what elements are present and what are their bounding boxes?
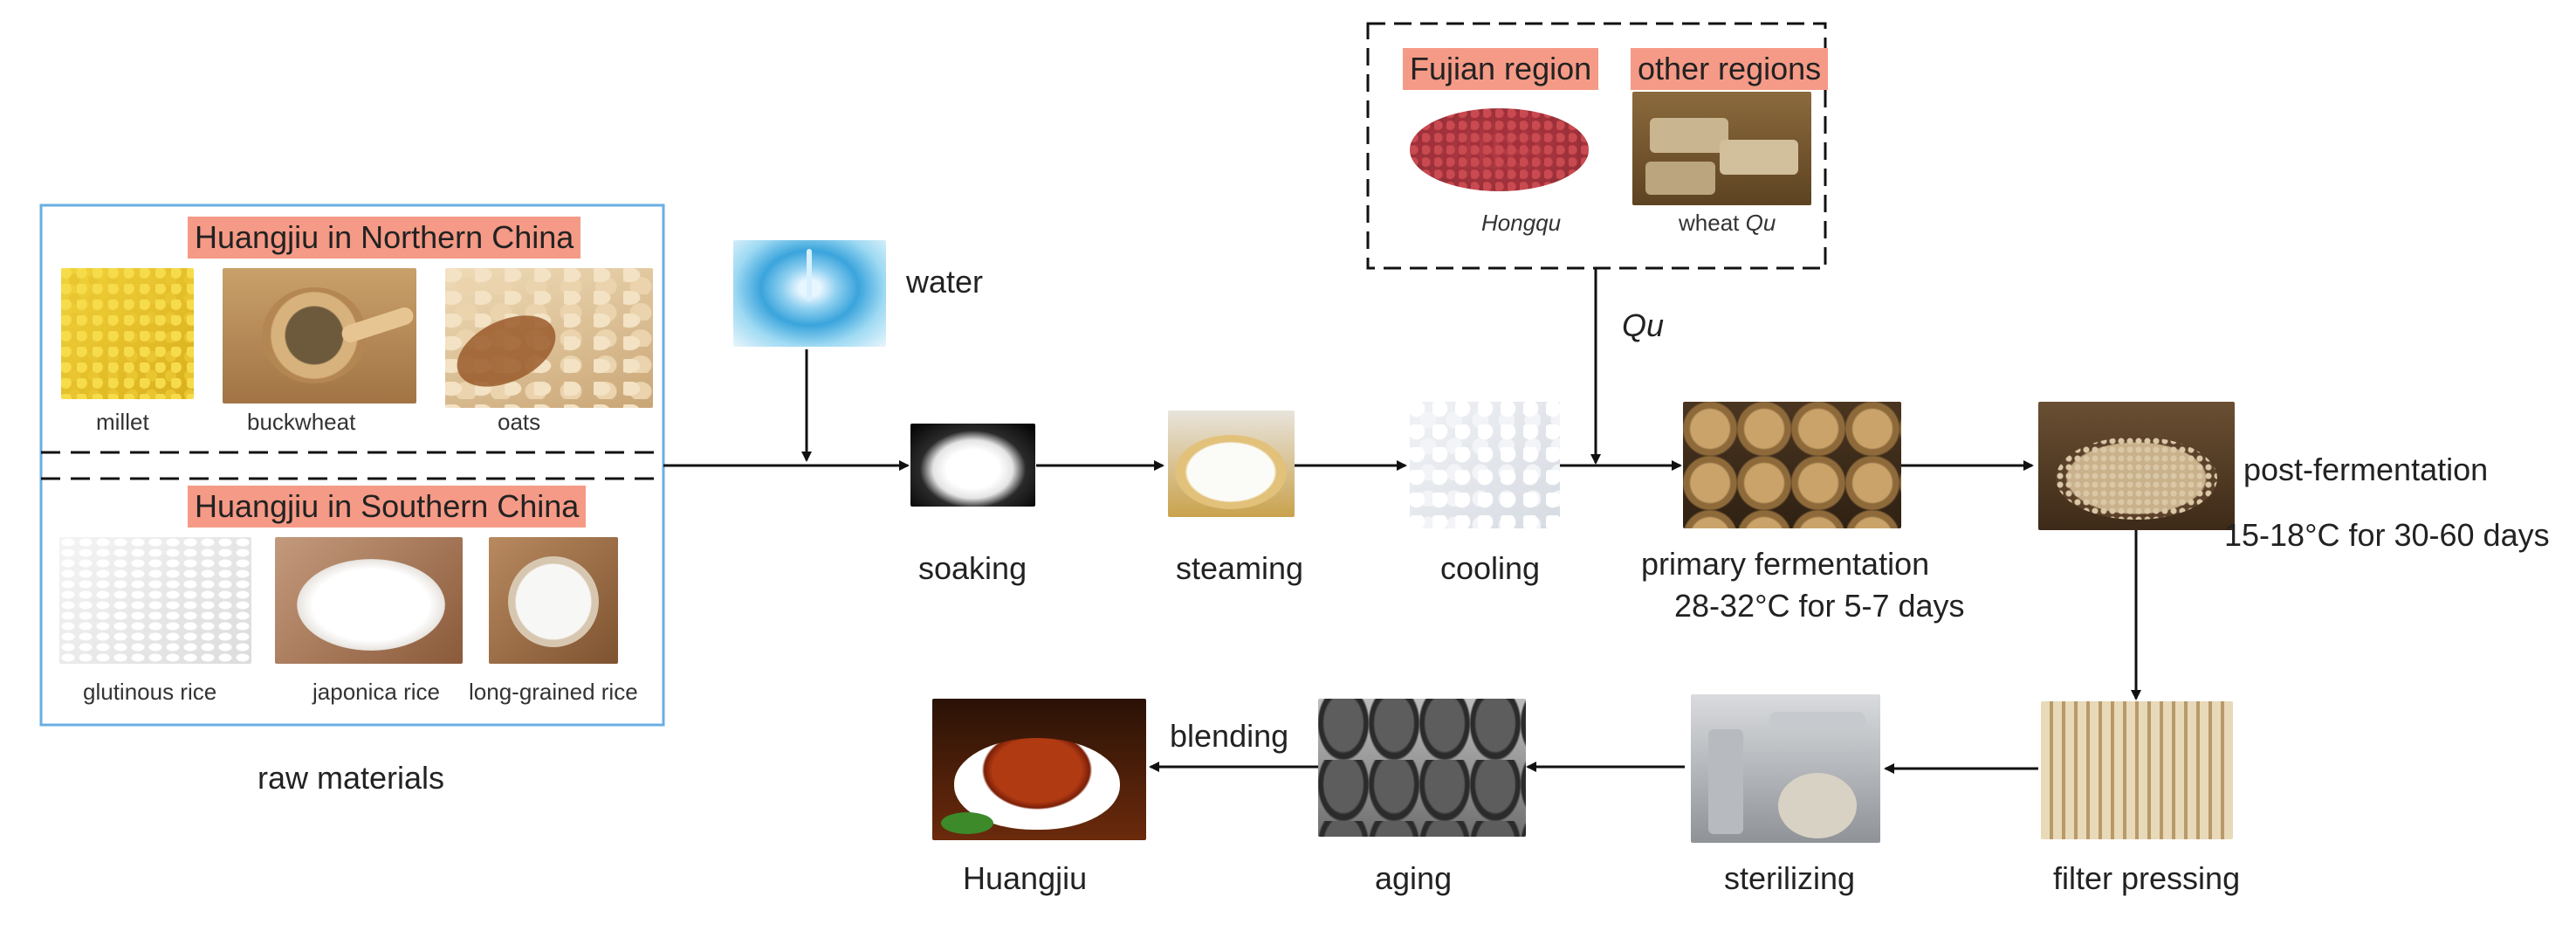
japonica-rice-photo (275, 537, 463, 664)
glutinous-rice-label: glutinous rice (83, 679, 217, 705)
post-fermentation-condition: 15-18°C for 30-60 days (2224, 517, 2550, 553)
sterilizing-photo (1691, 694, 1880, 843)
millet-label: millet (96, 409, 149, 435)
soaking-photo (910, 424, 1035, 507)
cooling-label: cooling (1440, 550, 1541, 586)
wheat-qu-photo (1632, 92, 1811, 205)
oats-label: oats (498, 409, 541, 435)
blending-label: blending (1170, 718, 1289, 754)
water-photo (733, 240, 886, 347)
water-label: water (906, 264, 984, 300)
primary-fermentation-label: primary fermentation (1641, 546, 1930, 582)
raw-materials-caption: raw materials (258, 760, 445, 796)
qu-label: Qu (1622, 307, 1665, 343)
aging-label: aging (1375, 860, 1453, 896)
hongqu-photo (1405, 98, 1593, 198)
buckwheat-photo (223, 268, 416, 403)
wheat-qu-caption: wheat Qu (1679, 210, 1776, 237)
buckwheat-label: buckwheat (247, 409, 356, 435)
primary-fermentation-photo (1683, 402, 1901, 528)
wheat-qu-caption-prefix: wheat (1679, 210, 1740, 236)
japonica-rice-label: japonica rice (313, 679, 440, 705)
soaking-label: soaking (918, 550, 1027, 586)
sterilizing-label: sterilizing (1724, 860, 1856, 896)
huangjiu-photo (932, 699, 1146, 840)
oats-photo (445, 268, 653, 408)
steaming-photo (1168, 410, 1295, 517)
filter-pressing-label: filter pressing (2053, 860, 2241, 896)
filter-pressing-photo (2041, 701, 2233, 839)
north-title: Huangjiu in Northern China (188, 217, 581, 259)
post-fermentation-label: post-fermentation (2243, 452, 2489, 487)
post-fermentation-photo (2038, 402, 2235, 530)
huangjiu-label: Huangjiu (963, 860, 1088, 896)
steaming-label: steaming (1176, 550, 1304, 586)
south-title: Huangjiu in Southern China (188, 486, 587, 528)
glutinous-rice-photo (59, 537, 251, 664)
long-grained-rice-label: long-grained rice (469, 679, 638, 705)
fujian-title: Fujian region (1403, 48, 1599, 90)
long-grained-rice-photo (489, 537, 618, 664)
aging-photo (1318, 699, 1526, 837)
wheat-qu-caption-italic: Qu (1745, 210, 1776, 236)
hongqu-caption: Hongqu (1481, 210, 1562, 236)
millet-photo (61, 268, 194, 399)
cooling-photo (1410, 402, 1560, 528)
other-regions-title: other regions (1631, 48, 1829, 90)
primary-fermentation-condition: 28-32°C for 5-7 days (1674, 588, 1965, 624)
